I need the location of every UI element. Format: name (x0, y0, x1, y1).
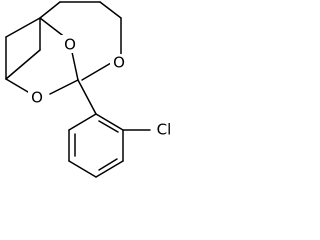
bond-o-middle-center (71, 51, 79, 81)
chlorophenyl-ring (68, 113, 151, 178)
cage-bonds (5, 1, 122, 115)
bond-left-ch2-a (5, 17, 41, 38)
bond-top-ch-right (99, 1, 122, 19)
atom-chlorine: Cl (157, 121, 172, 139)
ring-bond-4 (68, 160, 97, 178)
bond-left-o-left (5, 78, 29, 93)
ring-double-bond-2 (98, 158, 118, 171)
atom-o-middle: O (64, 36, 76, 54)
ring-double-bond-1 (98, 120, 119, 133)
bond-c-o-middle-top (39, 17, 67, 39)
atom-o-left: O (31, 89, 43, 107)
ring-bond-6 (68, 113, 97, 131)
bond-o-left-center (49, 79, 79, 95)
bond-o-right-center (81, 62, 112, 81)
bond-center-aryl (77, 79, 97, 115)
bond-ch2-top-left (39, 1, 61, 19)
ring-bond-1 (95, 113, 124, 131)
atom-o-right: O (113, 54, 125, 72)
bond-back-ch2-b (5, 49, 41, 80)
ring-bond-3 (95, 160, 124, 178)
molecule-structure: O O O Cl (5, 1, 177, 178)
atom-labels: O O O Cl (28, 35, 177, 139)
